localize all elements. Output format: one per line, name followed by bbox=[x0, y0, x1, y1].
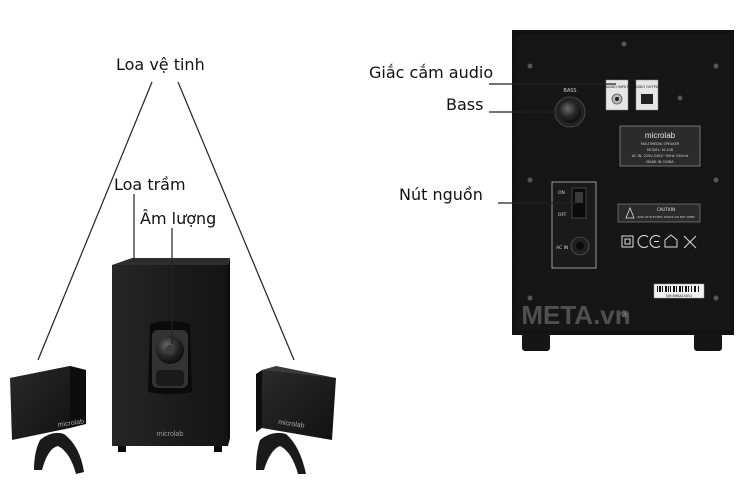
audio-output-label: AUDIO OUTPUT bbox=[634, 85, 662, 89]
subwoofer-brand: microlab bbox=[157, 431, 184, 438]
leader-lines-left bbox=[37, 81, 295, 361]
warning-icon bbox=[625, 206, 635, 219]
house-icon bbox=[664, 234, 678, 248]
ac-in-label: AC IN bbox=[556, 245, 568, 251]
subwoofer: microlab bbox=[112, 258, 230, 452]
power-switch-icon bbox=[575, 192, 583, 203]
volume-label: Âm lượng bbox=[140, 209, 217, 228]
label-line-1: MULTIMEDIA SPEAKER bbox=[641, 142, 680, 146]
satellite-right: microlab bbox=[256, 366, 336, 474]
bass-label: Bass bbox=[446, 95, 484, 114]
audio-jack-label: Giắc cắm audio bbox=[369, 63, 494, 82]
ce-mark-e-icon bbox=[649, 235, 661, 248]
weee-bin-icon bbox=[683, 235, 697, 249]
label-line-4: MADE IN CHINA bbox=[646, 160, 674, 164]
satellite-left-brand: microlab bbox=[57, 418, 84, 429]
barcode-icon bbox=[657, 286, 699, 292]
switch-on-label: ON bbox=[558, 190, 565, 196]
back-panel: BASS AUDIO INPUT AUDIO OUTPUT microlab M… bbox=[489, 30, 734, 351]
caution-text: RISK OF ELECTRIC SHOCK DO NOT OPEN bbox=[638, 215, 695, 219]
output-jack-icon bbox=[641, 94, 653, 104]
caution-title: CAUTION bbox=[657, 207, 675, 212]
bass-knob-icon bbox=[559, 101, 581, 123]
power-button-label: Nút nguồn bbox=[399, 185, 483, 204]
label-line-3: AC IN: 220V-240V~50Hz 100mA bbox=[632, 154, 689, 158]
double-insulation-inner-icon bbox=[624, 238, 631, 245]
watermark: META.vn bbox=[521, 300, 630, 330]
switch-off-label: OFF bbox=[558, 212, 567, 218]
label-brand: microlab bbox=[645, 131, 676, 140]
satellite-speaker-label: Loa vệ tinh bbox=[116, 55, 205, 74]
double-insulation-icon bbox=[621, 235, 634, 248]
serial-number: S/N BHBA15051 bbox=[666, 294, 692, 298]
leader-lines-right bbox=[489, 83, 616, 204]
bass-knob-label: BASS bbox=[563, 88, 576, 94]
satellite-left: microlab bbox=[10, 366, 86, 474]
ce-mark-icon bbox=[637, 235, 649, 248]
speaker-set: microlab microlab microlab bbox=[10, 81, 336, 474]
audio-input-label: AUDIO INPUT bbox=[605, 85, 629, 89]
certification-icons bbox=[621, 234, 697, 249]
satellite-right-brand: microlab bbox=[278, 419, 305, 430]
subwoofer-label: Loa trầm bbox=[114, 175, 186, 194]
label-line-2: MODEL: M-108 bbox=[647, 148, 673, 152]
